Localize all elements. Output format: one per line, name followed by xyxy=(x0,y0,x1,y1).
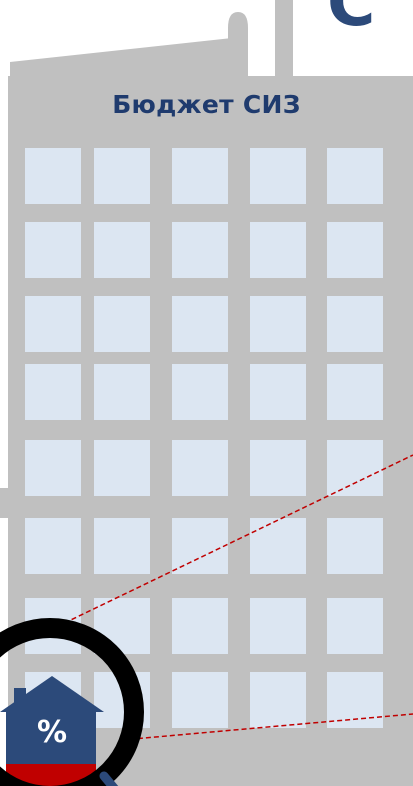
building-window xyxy=(25,148,81,204)
building-window xyxy=(25,440,81,496)
building-window xyxy=(94,148,150,204)
building-window xyxy=(172,148,228,204)
building-window xyxy=(25,222,81,278)
house-percent-label: % xyxy=(27,718,77,748)
building-window xyxy=(94,222,150,278)
building-window xyxy=(327,518,383,574)
building-window xyxy=(327,148,383,204)
building-window xyxy=(25,364,81,420)
building-window xyxy=(94,364,150,420)
building-window xyxy=(25,518,81,574)
building-window xyxy=(327,598,383,654)
building-window xyxy=(94,296,150,352)
building-window xyxy=(250,598,306,654)
building-window xyxy=(250,222,306,278)
building-roof xyxy=(10,38,232,76)
building-ledge xyxy=(0,488,10,518)
building-window xyxy=(25,296,81,352)
building-window xyxy=(327,296,383,352)
back-tower xyxy=(275,0,293,80)
building-window xyxy=(172,672,228,728)
building-title: Бюджет СИЗ xyxy=(0,90,413,119)
building-window xyxy=(172,296,228,352)
building-window xyxy=(327,440,383,496)
building-window xyxy=(94,518,150,574)
building-window xyxy=(172,364,228,420)
building-window xyxy=(250,148,306,204)
building-window xyxy=(172,598,228,654)
roof-turret xyxy=(228,12,248,76)
building-window xyxy=(250,364,306,420)
building-window xyxy=(250,672,306,728)
building-window xyxy=(250,296,306,352)
building-window xyxy=(172,222,228,278)
building-window xyxy=(94,440,150,496)
heading-fragment: С xyxy=(327,0,375,36)
building-window xyxy=(327,222,383,278)
building-window xyxy=(250,518,306,574)
building-window xyxy=(250,440,306,496)
building-window xyxy=(172,518,228,574)
building-window xyxy=(172,440,228,496)
building-window xyxy=(327,364,383,420)
